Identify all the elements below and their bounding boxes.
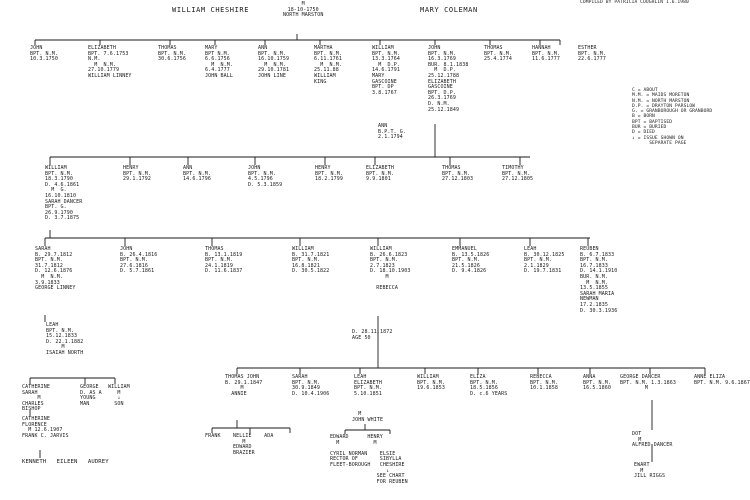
person-gen2-thomas: THOMAS BPT. N.M. 27.12.1803 xyxy=(442,165,474,183)
person-william-son: WILLIAM M ↓ SON xyxy=(108,384,130,407)
person-gen3-reuben: REUBEN B. 6.7.1833 BPT. N.M. 16.7.1833 D… xyxy=(580,246,618,314)
person-gen2-henry-b: HENRY BPT. N.M. 18.2.1799 xyxy=(315,165,343,183)
person-gen4-anne-eliza: ANNE ELIZA BPT. N.M. 9.6.1867 xyxy=(694,374,750,386)
person-gen4-sarah: SARAH BPT. N.M. 30.9.1849 D. 10.4.1906 xyxy=(292,374,330,397)
person-gen4-william: WILLIAM BPT. N.M. 19.6.1853 xyxy=(417,374,445,392)
compiler-credit: COMPILED BY PATRICIA COUGHLIN 1.6.1980 xyxy=(580,0,689,5)
person-gen1-ann: ANN BPT. N.M. 16.10.1759 M N.M. 29.10.17… xyxy=(258,45,290,79)
person-gen1-john: JOHN BPT. N.M. 10.3.1750 xyxy=(30,45,58,63)
person-gen3-emmanuel: EMMANUEL B. 13.5.1826 BPT. N.M. 21.5.182… xyxy=(452,246,490,275)
person-gen1-esther: ESTHER BPT. N.M. 22.6.1777 xyxy=(578,45,606,63)
person-catherine-florence: CATHERINE FLORENCE M 12.6.1907 FRANK C. … xyxy=(22,416,69,439)
person-gen1-william: WILLIAM BPT. N.M. 13.3.1764 M D.P. 14.6.… xyxy=(372,45,400,96)
person-gen4-thomas-john: THOMAS JOHN B. 29.1.1847 M ANNIE xyxy=(225,374,263,397)
person-gen2-elizabeth: ELIZABETH BPT. N.M. 9.9.1801 xyxy=(366,165,394,183)
person-gen3-william: WILLIAM B. 31.7.1821 BPT. N.M. 16.8.1821… xyxy=(292,246,330,275)
leah-husband: M JOHN WHITE xyxy=(352,411,384,423)
abbreviation-key: C = ABOUT M.M. = MAIDS MORETON N.M. = NO… xyxy=(632,88,713,146)
person-gen4-anna: ANNA BPT. N.M. 16.5.1860 xyxy=(583,374,611,392)
person-ann-note: ANN B.P.T. G. 2.1.1794 xyxy=(378,123,406,141)
person-gen2-john: JOHN BPT. N.M. 4.5.1796 D. 5.3.1859 xyxy=(248,165,283,188)
person-gen2-ann: ANN BPT. N.M. 14.6.1796 xyxy=(183,165,211,183)
rebecca-death-note: D. 28.11.1872 AGE 50 xyxy=(352,329,393,341)
person-gen1-thomas-b: THOMAS BPT. N.M. 25.4.1774 xyxy=(484,45,512,63)
children-white: EDWARD HENRY M M CYRIL NORMAN ELSIE RECT… xyxy=(330,434,408,485)
person-gen1-martha: MARTHA BPT. N.M. 6.11.1761 M N.M. 25.11.… xyxy=(314,45,342,85)
person-gen2-william: WILLIAM BPT. N.M. 18.3.1790 D. 4.6.1861 … xyxy=(45,165,83,222)
person-gen1-hannah: HANNAH BPT. N.M. 11.6.1777 xyxy=(532,45,560,63)
person-dot: DOT M ALFRED DANCER xyxy=(632,431,673,449)
person-leah-north: LEAH BPT. N.M. 15.12.1833 D. 22.1.1882 M… xyxy=(46,322,84,356)
person-gen3-thomas: THOMAS B. 13.1.1819 BPT. N.M. 24.1.1819 … xyxy=(205,246,243,275)
person-catherine-sarah: CATHERINE SARAH M CHARLES BISHOP xyxy=(22,384,50,413)
person-gen4-george-dancer: GEORGE DANCER BPT. N.M. 1.3.1863 M xyxy=(620,374,676,392)
person-gen3-sarah: SARAH B. 29.7.1812 BPT. N.M. 31.7.1812 D… xyxy=(35,246,76,292)
person-gen4-leah-elizabeth: LEAH ELIZABETH BPT. N.M. 5.10.1851 xyxy=(354,374,382,397)
person-gen1-john-b: JOHN BPT. N.M. 16.3.1769 BUR. 8.1.1838 M… xyxy=(428,45,469,113)
person-gen1-elizabeth: ELIZABETH BPT. 7.6.1753 N.M. M N.M. 27.1… xyxy=(88,45,132,79)
person-gen3-leah: LEAH B. 30.12.1825 BPT. N.M. 2.1.1829 D.… xyxy=(524,246,565,275)
person-ewart: EWART M JILL RIGGS xyxy=(634,462,666,480)
person-gen2-henry: HENRY BPT. N.M. 29.1.1792 xyxy=(123,165,151,183)
children-jarvis: KENNETH EILEEN AUDREY xyxy=(22,459,109,465)
person-gen4-eliza: ELIZA BPT. N.M. 18.5.1856 D. c.6 YEARS xyxy=(470,374,508,397)
person-gen4-rebecca: REBECCA BPT. N.M. 10.1.1858 xyxy=(530,374,558,392)
children-thomas-john: FRANK NELLIE ADA M EDWARD BRAZIER xyxy=(205,433,274,456)
parents-marriage: M 18-10-1750 NORTH MARSTON xyxy=(283,1,324,19)
mother-name: MARY COLEMAN xyxy=(420,6,478,14)
person-gen3-william-b: WILLIAM B. 26.6.1823 BPT. N.M. 2.7.1823 … xyxy=(370,246,411,292)
person-george-young: GEORGE D. AS A YOUNG MAN xyxy=(80,384,102,407)
person-gen1-mary: MARY BPT N.M. 6.6.1756 M N.M. 6.4.1777 J… xyxy=(205,45,233,79)
father-name: WILLIAM CHESHIRE xyxy=(172,6,250,14)
person-gen2-timothy: TIMOTHY BPT. N.M. 27.12.1805 xyxy=(502,165,534,183)
person-gen3-john: JOHN B. 26.4.1816 BPT. N.M. 27.6.1816 D.… xyxy=(120,246,158,275)
person-gen1-thomas: THOMAS BPT. N.M. 30.6.1756 xyxy=(158,45,186,63)
